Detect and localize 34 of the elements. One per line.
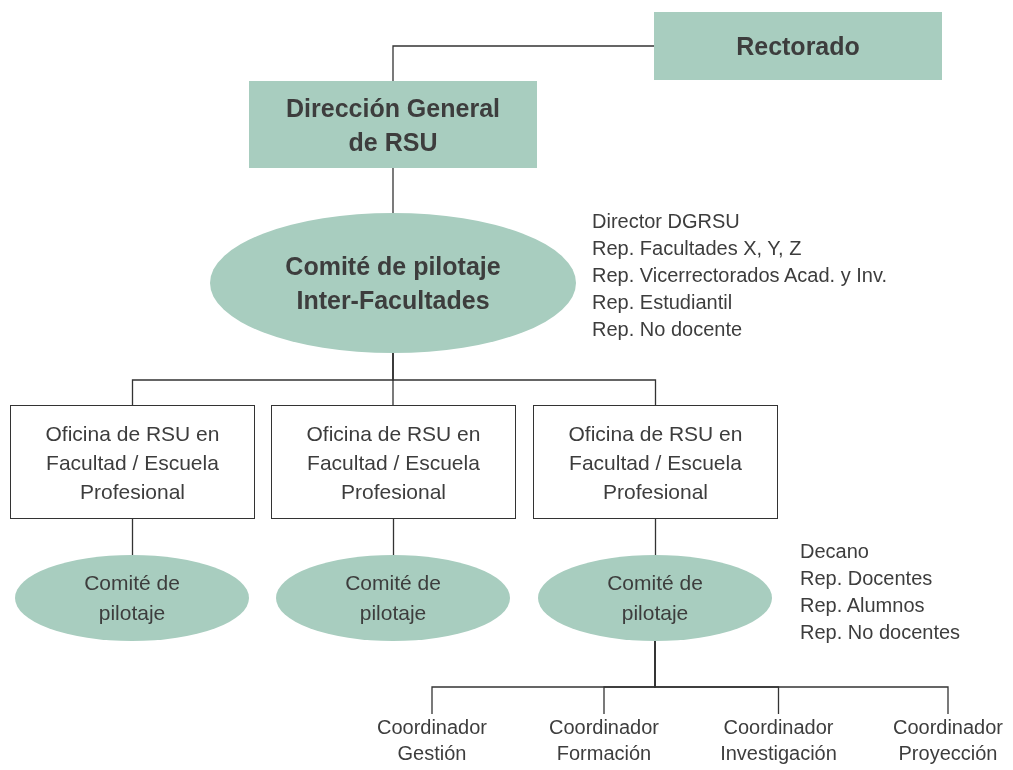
office-box — [533, 405, 778, 519]
node-label: Coordinador Proyección — [891, 715, 1005, 766]
connector-line — [392, 45, 655, 82]
connector-line — [392, 518, 395, 556]
member-note: Rep. No docente — [592, 318, 743, 341]
org-box — [654, 12, 942, 80]
node-label: Comité de pilotaje Inter-Facultades — [284, 251, 502, 316]
connector-line — [654, 640, 949, 715]
member-note: Rep. Alumnos — [800, 594, 925, 617]
member-note: Rep. Docentes — [800, 567, 933, 590]
node-label: Coordinador Formación — [547, 715, 661, 766]
member-note: Rep. Vicerrectorados Acad. y Inv. — [592, 264, 887, 287]
org-box — [249, 81, 537, 168]
node-label: Dirección General de RSU — [285, 92, 501, 158]
node-label: Comité de pilotaje — [606, 570, 704, 626]
connector-line — [392, 167, 394, 214]
member-note: Rep. Facultades X, Y, Z — [592, 237, 802, 260]
connector-line — [392, 352, 657, 406]
office-box — [271, 405, 516, 519]
member-note: Decano — [800, 540, 869, 563]
connector-line — [131, 518, 134, 556]
node-label: Comité de pilotaje — [83, 570, 181, 626]
member-note: Rep. No docentes — [800, 621, 961, 644]
node-label: Coordinador Gestión — [375, 715, 489, 766]
node-label: Rectorado — [735, 31, 861, 62]
node-label: Oficina de RSU en Facultad / Escuela Profesional — [567, 420, 744, 505]
member-note: Director DGRSU — [592, 210, 740, 233]
member-note: Rep. Estudiantil — [592, 291, 733, 314]
node-label: Coordinador Investigación — [719, 715, 838, 766]
node-label: Oficina de RSU en Facultad / Escuela Profesional — [44, 420, 221, 505]
connector-line — [654, 518, 657, 556]
office-box — [10, 405, 255, 519]
node-label: Comité de pilotaje — [344, 570, 442, 626]
node-label: Oficina de RSU en Facultad / Escuela Profesional — [305, 420, 482, 505]
